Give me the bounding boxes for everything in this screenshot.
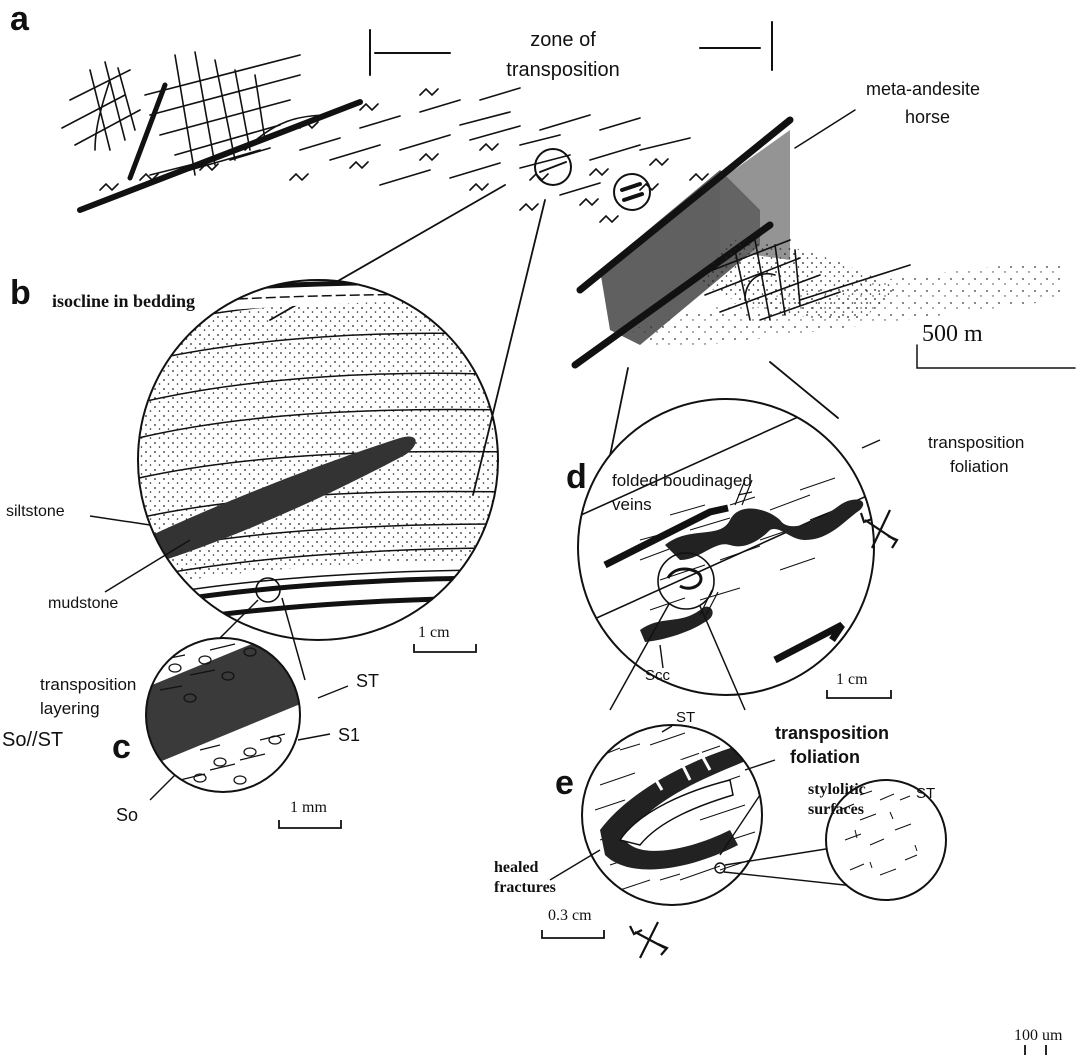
transposition-foliation-d-line1: transposition (928, 434, 1024, 451)
mudstone-label: mudstone (48, 596, 118, 612)
transposition-layering-line1: transposition (40, 676, 136, 693)
zone-label-line1: zone of (478, 30, 648, 50)
s1-label: S1 (338, 726, 360, 744)
stylolitic-label-line2: surfaces (808, 802, 864, 818)
healed-fractures-line1: healed (494, 860, 538, 876)
isocline-label: isocline in bedding (52, 292, 195, 310)
scale-d: 1 cm (836, 672, 868, 688)
folded-veins-line1: folded boudinaged (612, 472, 752, 489)
st-label-e: ST (676, 710, 695, 725)
inset-small (826, 780, 1046, 1055)
siltstone-label: siltstone (6, 504, 65, 520)
transposition-foliation-d-line2: foliation (950, 458, 1009, 475)
scale-b: 1 cm (418, 625, 450, 641)
scale-small: 100 um (1014, 1028, 1062, 1044)
scale-e: 0.3 cm (548, 908, 592, 924)
inset-c (140, 620, 348, 828)
scale-a: 500 m (922, 322, 983, 346)
so-label: So (116, 806, 138, 824)
zone-label-line2: transposition (478, 60, 648, 80)
st-label-small: ST (916, 786, 935, 801)
inset-d (570, 380, 897, 710)
transposition-foliation-e-line2: foliation (790, 748, 860, 766)
transposition-foliation-e-line1: transposition (775, 724, 889, 742)
horse-label-line2: horse (905, 108, 950, 126)
panel-label-a: a (10, 2, 29, 36)
panel-label-c: c (112, 730, 131, 764)
stylolitic-label-line1: stylolitic (808, 782, 866, 798)
healed-fractures-line2: fractures (494, 880, 556, 896)
st-label-c: ST (356, 672, 379, 690)
panel-label-d: d (566, 460, 587, 494)
scc-label: Scc (645, 668, 670, 683)
strain-cross-e (630, 922, 667, 958)
panel-label-b: b (10, 276, 31, 310)
folded-veins-line2: veins (612, 496, 652, 513)
transposition-layering-line2: layering (40, 700, 100, 717)
panel-label-e: e (555, 766, 574, 800)
grid-rocks-left (62, 52, 330, 175)
so-st-label: So//ST (2, 730, 63, 750)
scale-c: 1 mm (290, 800, 327, 816)
horse-label-line1: meta-andesite (866, 80, 980, 98)
